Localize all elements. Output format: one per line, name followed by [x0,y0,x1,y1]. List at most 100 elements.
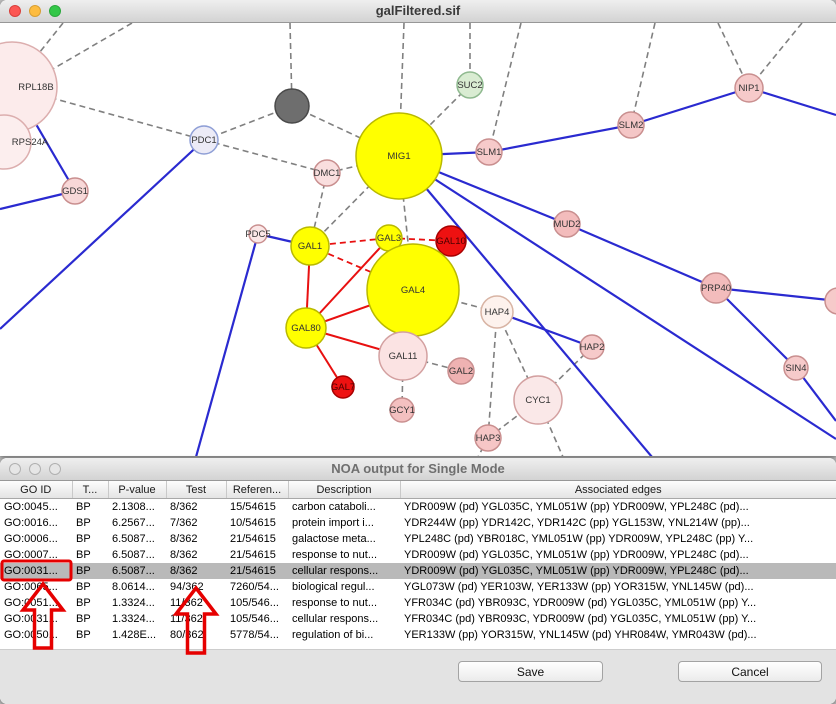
noa-window-titlebar[interactable]: NOA output for Single Mode [0,458,836,481]
network-edge[interactable] [630,23,656,126]
node-circle[interactable] [513,375,563,425]
node-circle[interactable] [456,71,484,99]
network-node-edge-r[interactable] [824,287,836,315]
column-header-description[interactable]: Description [288,481,401,499]
network-edge[interactable] [45,23,133,74]
network-edge[interactable] [289,23,293,107]
node-circle[interactable] [189,125,219,155]
node-circle[interactable] [475,138,503,166]
node-circle[interactable] [579,334,605,360]
network-edge[interactable] [487,311,498,439]
cell-p_value: 1.3324... [112,597,155,609]
network-node-cyc1[interactable]: CYC1 [513,375,563,425]
node-circle[interactable] [355,112,443,200]
network-node-slm2[interactable]: SLM2 [617,111,645,139]
minimize-button[interactable] [29,5,41,17]
node-circle[interactable] [331,375,355,399]
network-edge[interactable] [0,139,205,330]
cancel-button[interactable]: Cancel [678,661,822,682]
network-edge[interactable] [715,287,797,369]
network-node-dmc1[interactable]: DMC1 [313,159,341,187]
column-header-go_id[interactable]: GO ID [0,481,73,499]
node-circle[interactable] [617,111,645,139]
node-circle[interactable] [389,397,415,423]
network-edge[interactable] [398,155,836,440]
node-circle[interactable] [783,355,809,381]
network-node-gal10[interactable]: GAL10 [435,225,467,257]
network-node-gal2[interactable]: GAL2 [447,357,475,385]
node-circle[interactable] [734,73,764,103]
column-header-type[interactable]: T... [72,481,109,499]
network-node-slm1[interactable]: SLM1 [475,138,503,166]
network-node-hap3[interactable]: HAP3 [474,424,502,452]
network-node-gal11[interactable]: GAL11 [378,331,428,381]
network-window-titlebar[interactable]: galFiltered.sif [0,0,836,23]
network-node-mig1[interactable]: MIG1 [355,112,443,200]
network-node-dark1[interactable] [274,88,310,124]
network-edge[interactable] [398,155,653,456]
network-node-pdc5[interactable]: PDC5 [245,224,271,244]
network-node-rps24a[interactable]: RPS24A [0,114,49,170]
column-header-test[interactable]: Test [166,481,227,499]
minimize-button[interactable] [29,463,41,475]
node-label: GAL2 [449,366,473,377]
node-circle[interactable] [290,226,330,266]
column-header-p_value[interactable]: P-value [108,481,167,499]
network-node-gal1[interactable]: GAL1 [290,226,330,266]
network-node-suc2[interactable]: SUC2 [456,71,484,99]
network-node-mud2[interactable]: MUD2 [553,210,581,238]
node-circle[interactable] [378,331,428,381]
network-node-prp40[interactable]: PRP40 [700,272,732,304]
column-header-reference[interactable]: Referen... [226,481,289,499]
network-node-gds1[interactable]: GDS1 [61,177,89,205]
close-button[interactable] [9,5,21,17]
node-circle[interactable] [824,287,836,315]
node-circle[interactable] [61,177,89,205]
network-edge[interactable] [630,86,750,127]
column-header-edges[interactable]: Associated edges [400,481,836,499]
network-node-hap4[interactable]: HAP4 [480,295,514,329]
network-edge[interactable] [715,286,836,302]
node-circle[interactable] [480,295,514,329]
close-button[interactable] [9,463,21,475]
network-edge[interactable] [488,123,632,154]
network-edge[interactable] [748,23,803,89]
node-circle[interactable] [0,114,32,170]
network-edge[interactable] [203,139,328,174]
save-button[interactable]: Save [458,661,603,682]
node-circle[interactable] [700,272,732,304]
network-edge[interactable] [488,23,522,153]
node-circle[interactable] [248,224,268,244]
network-node-gal80[interactable]: GAL80 [285,307,327,349]
network-node-gal4[interactable]: GAL4 [366,243,460,337]
network-edge[interactable] [496,310,593,349]
node-circle[interactable] [447,357,475,385]
network-edge[interactable] [748,86,836,117]
network-node-pdc1[interactable]: PDC1 [189,125,219,155]
node-circle[interactable] [285,307,327,349]
zoom-button[interactable] [49,463,61,475]
zoom-button[interactable] [49,5,61,17]
node-circle[interactable] [313,159,341,187]
network-node-gcy1[interactable]: GCY1 [389,397,415,423]
node-circle[interactable] [474,424,502,452]
network-node-nip1[interactable]: NIP1 [734,73,764,103]
node-circle[interactable] [553,210,581,238]
node-circle[interactable] [435,225,467,257]
node-circle[interactable] [274,88,310,124]
network-node-hap2[interactable]: HAP2 [579,334,605,360]
network-node-gal7[interactable]: GAL7 [331,375,355,399]
network-edge[interactable] [566,222,717,290]
network-node-sin4[interactable]: SIN4 [783,355,809,381]
network-edge[interactable] [195,233,260,456]
